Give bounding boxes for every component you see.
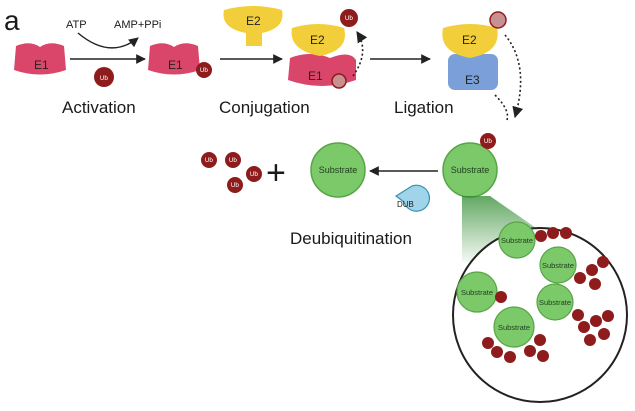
ub-activation: Ub <box>94 67 114 87</box>
e1-free: E1 <box>14 43 66 75</box>
stage-conjugation: Conjugation <box>219 98 310 117</box>
ub-transfer-arrow-e3 <box>494 94 509 121</box>
svg-text:Ub: Ub <box>200 67 208 74</box>
e2-e3-complex: E3 E2 <box>442 11 507 90</box>
svg-text:Ub: Ub <box>345 15 353 22</box>
e2-free: E2 <box>223 6 283 46</box>
stage-activation: Activation <box>62 98 136 117</box>
svg-text:Ub: Ub <box>250 171 258 178</box>
svg-text:E3: E3 <box>465 73 480 87</box>
e2-free-label: E2 <box>246 14 261 28</box>
e1-ub-complex: E1 Ub <box>148 43 212 78</box>
dub-enzyme: DUB <box>394 184 430 212</box>
stage-deubiquitination: Deubiquitination <box>290 229 412 248</box>
svg-text:Substrate: Substrate <box>501 236 533 245</box>
atp-label: ATP <box>66 19 87 31</box>
plus-sign: + <box>266 154 286 192</box>
svg-text:Substrate: Substrate <box>539 298 571 307</box>
atp-curve-arrow <box>77 32 139 49</box>
svg-text:E1: E1 <box>308 69 323 83</box>
svg-text:Ub: Ub <box>484 138 492 145</box>
free-ub-cluster: Ub Ub Ub Ub <box>201 152 262 193</box>
svg-text:Substrate: Substrate <box>451 165 490 175</box>
svg-text:Substrate: Substrate <box>319 165 358 175</box>
svg-text:E2: E2 <box>462 33 477 47</box>
ub-transfer-arrow-e2-substrate <box>504 34 524 119</box>
substrate-free: Substrate <box>310 142 366 198</box>
svg-text:E1: E1 <box>168 58 183 72</box>
e1-label: E1 <box>34 58 49 72</box>
svg-text:Ub: Ub <box>229 157 237 164</box>
amp-ppi-label: AMP+PPi <box>114 19 161 31</box>
stage-ligation: Ligation <box>394 98 454 117</box>
e1-e2-complex: E1 E2 Ub <box>288 9 358 89</box>
zoom-circle: Substrate Substrate Substrate Substrate … <box>452 221 628 403</box>
substrate-ubiquitinated: Substrate Ub <box>442 133 498 198</box>
svg-text:Substrate: Substrate <box>461 288 493 297</box>
svg-text:Ub: Ub <box>231 182 239 189</box>
svg-text:Ub: Ub <box>205 157 213 164</box>
svg-text:Substrate: Substrate <box>498 323 530 332</box>
svg-text:E2: E2 <box>310 33 325 47</box>
dub-label: DUB <box>397 200 414 209</box>
svg-text:Substrate: Substrate <box>542 261 574 270</box>
panel-letter: a <box>4 5 20 36</box>
svg-text:Ub: Ub <box>100 75 108 82</box>
